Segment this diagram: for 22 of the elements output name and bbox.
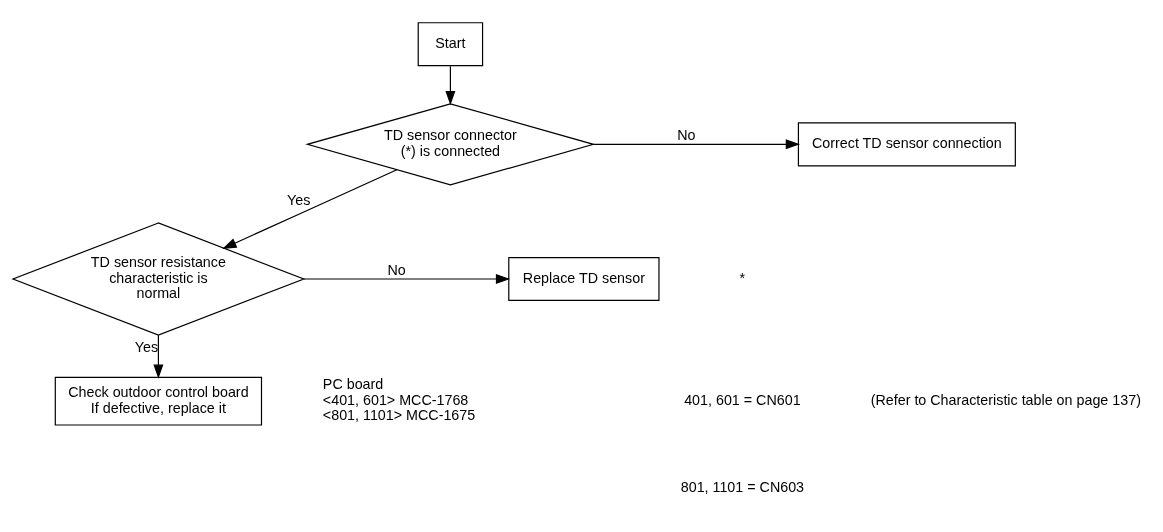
node-box: Replace TD sensor bbox=[508, 256, 660, 301]
label: (Refer to Characteristic table on page 137) bbox=[870, 391, 1141, 408]
arrow bbox=[222, 168, 398, 249]
label: 401, 601 = CN601 bbox=[684, 391, 801, 408]
arrow bbox=[303, 273, 511, 284]
arrow bbox=[592, 138, 801, 149]
arrow bbox=[153, 334, 164, 379]
edge-label: No bbox=[387, 261, 406, 278]
node-diamond: TD sensor connector (*) is connected bbox=[305, 102, 596, 185]
node-label: <401, 601> MCC-1768 bbox=[322, 391, 469, 408]
arrow bbox=[445, 65, 456, 105]
edge-label: No bbox=[677, 126, 696, 143]
label: * bbox=[739, 269, 746, 286]
edge-label: Yes bbox=[134, 338, 159, 355]
edge-label: Yes bbox=[286, 191, 311, 208]
node-box: Correct TD sensor connection bbox=[797, 121, 1016, 166]
node-box: Check outdoor control board If defective, replace it bbox=[54, 376, 263, 426]
node-box: Start bbox=[417, 21, 484, 66]
label: 801, 1101 = CN603 bbox=[680, 478, 805, 495]
node-label: <801, 1101> MCC-1675 bbox=[322, 406, 476, 423]
node-diamond: TD sensor resistance characteristic is normal bbox=[11, 221, 306, 336]
node-label: PC board bbox=[322, 375, 384, 392]
